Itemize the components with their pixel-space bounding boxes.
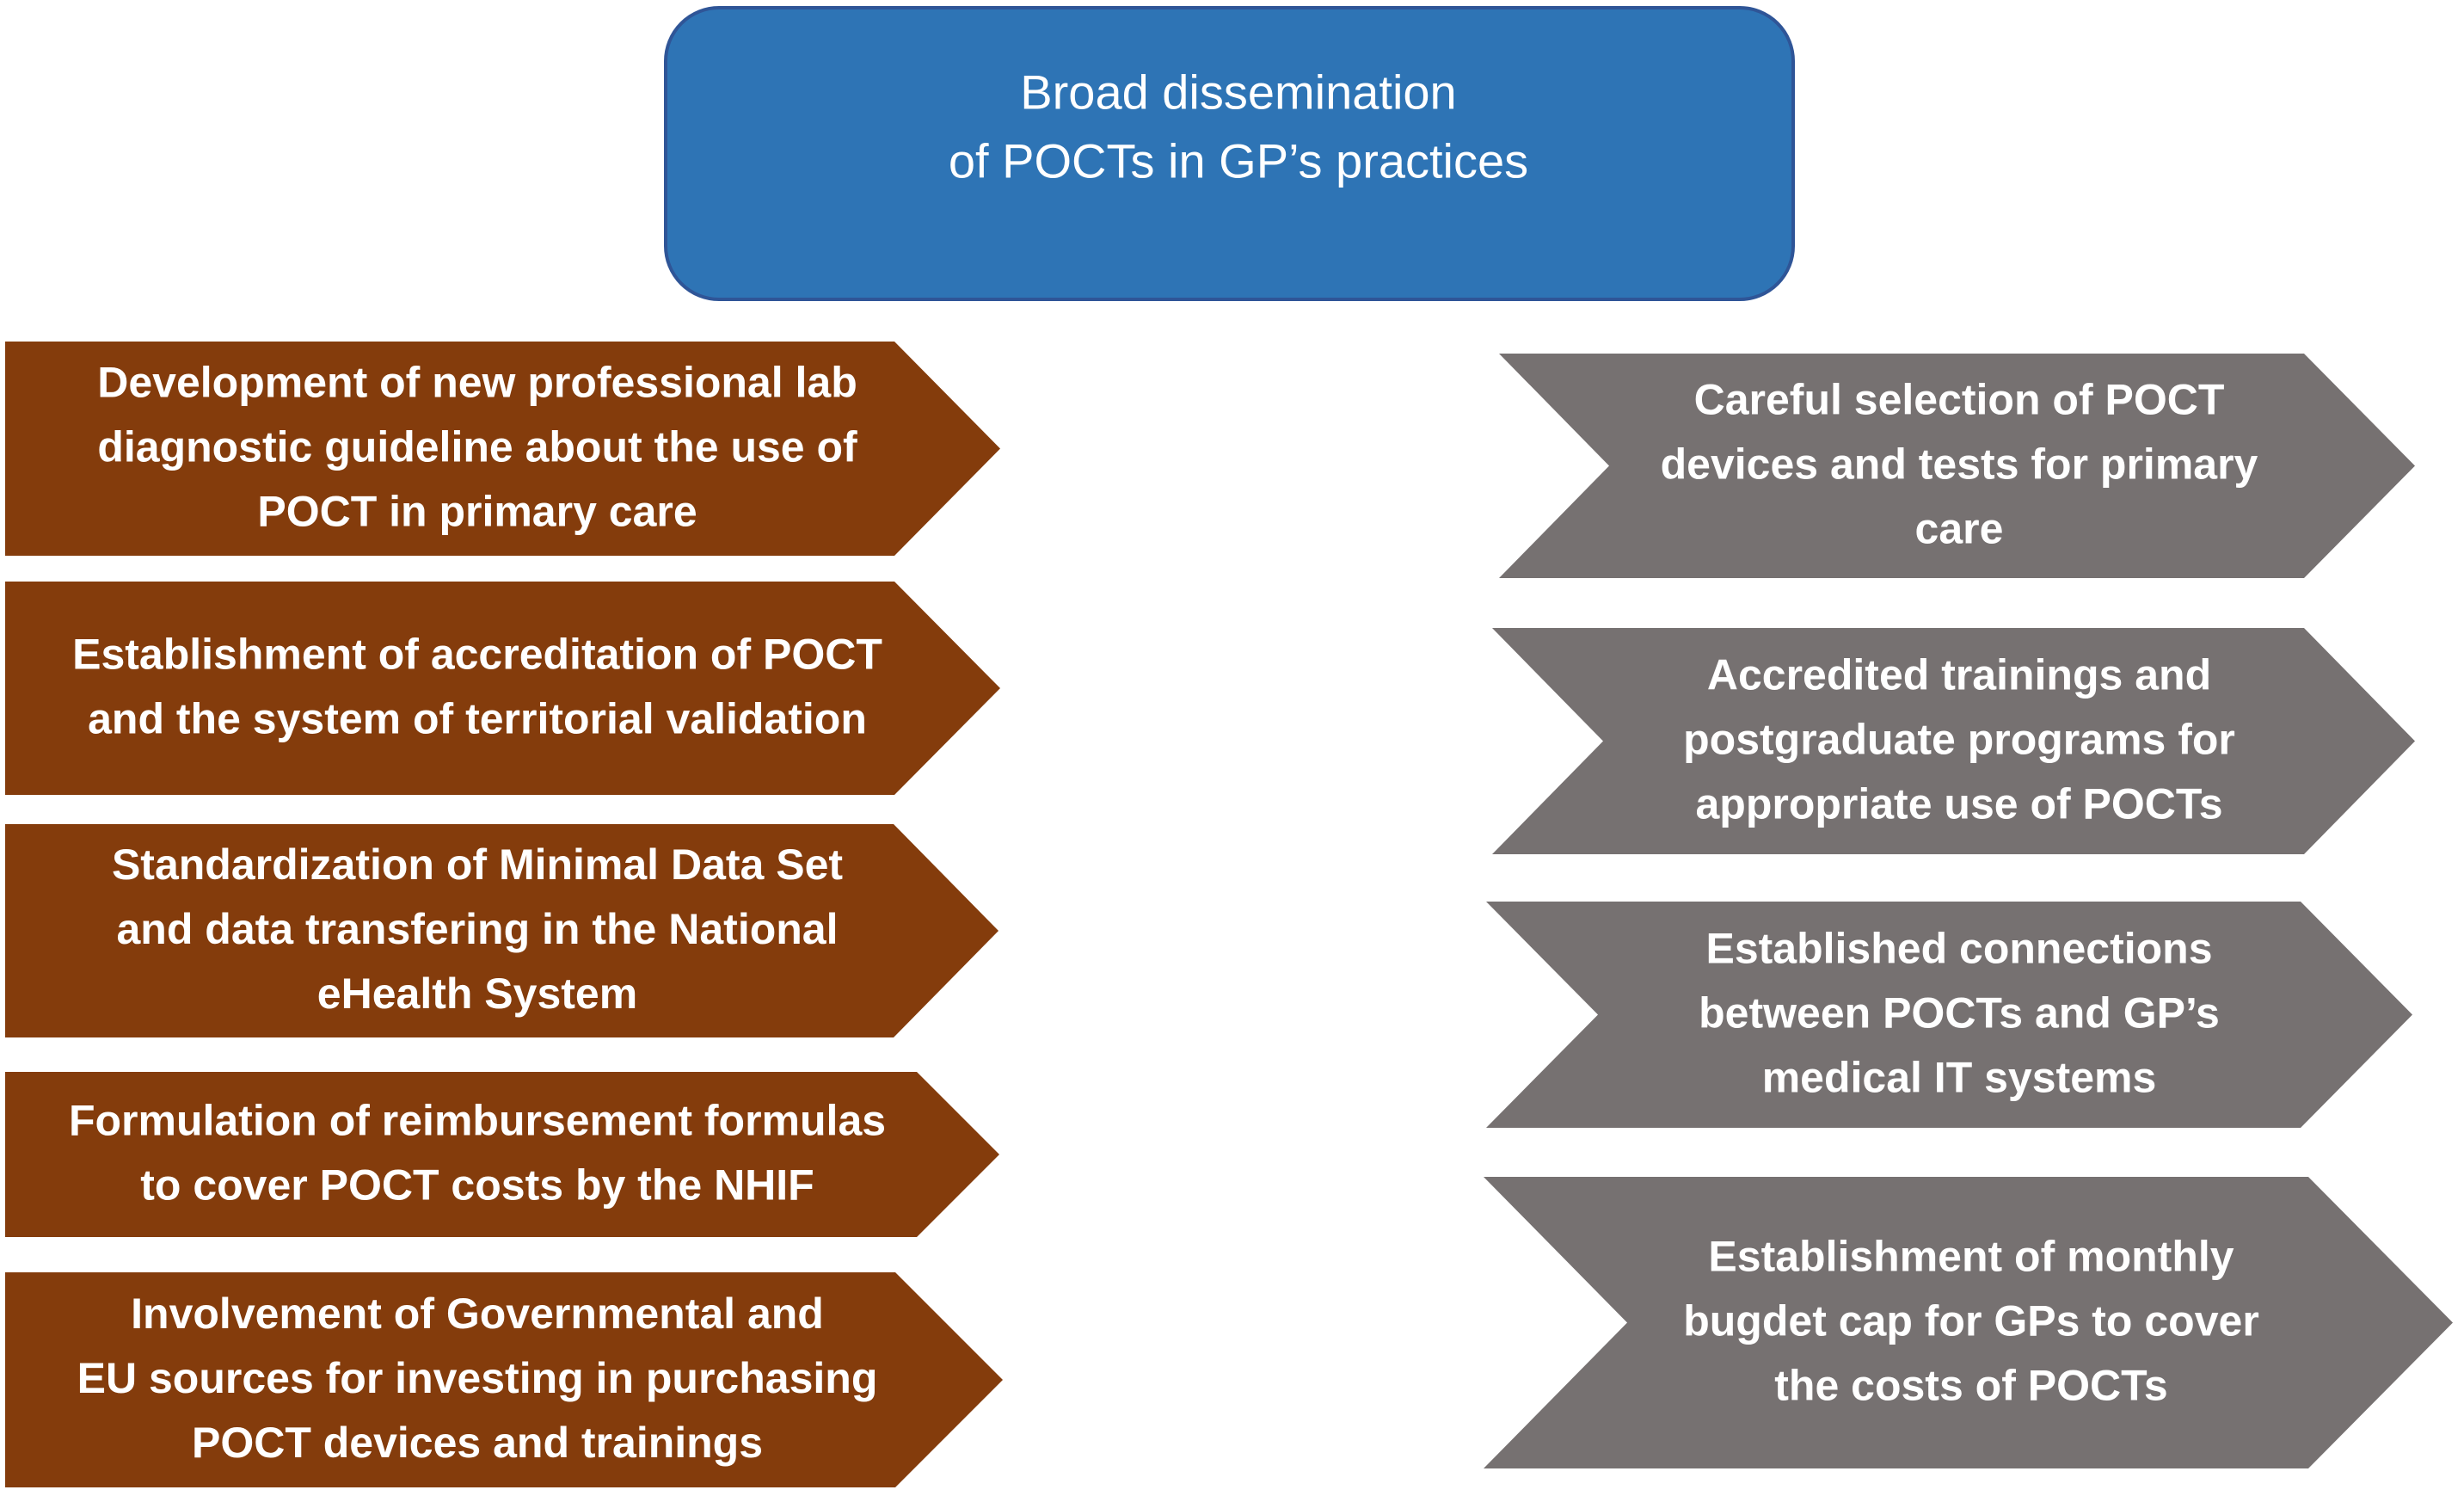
pentagon-arrow-shape (5, 1272, 1003, 1487)
chevron-shape (1499, 354, 2415, 578)
right-action-text: devices and tests for primary (1661, 440, 2258, 489)
goal-box-group: Broad dissemination of POCTs in GP’s prac… (664, 6, 1795, 301)
right-action-text: between POCTs and GP’s (1699, 989, 2220, 1037)
right-action-chevron: Careful selection of POCT devices and tes… (1499, 354, 2415, 578)
left-action-arrow: Development of new professional lab diagn… (5, 342, 1000, 556)
left-action-text: diagnostic guideline about the use of (97, 423, 857, 471)
right-action-chevron: Accredited trainings and postgraduate pro… (1492, 628, 2415, 854)
left-action-arrow: Formulation of reimbursement formulas to … (5, 1072, 999, 1237)
left-action-arrow: Involvement of Governmental and EU source… (5, 1272, 1003, 1487)
right-action-text: care (1915, 505, 2004, 553)
right-action-chevron: Established connections between POCTs and… (1486, 902, 2412, 1128)
left-action-text: Establishment of accreditation of POCT (72, 631, 882, 679)
pentagon-arrow-shape (5, 342, 1000, 556)
right-action-text: bugdet cap for GPs to cover (1683, 1297, 2259, 1345)
right-action-text: Accredited trainings and (1707, 651, 2211, 699)
right-action-text: appropriate use of POCTs (1695, 780, 2222, 828)
left-action-text: POCT devices and trainings (192, 1419, 763, 1467)
chevron-shape (1486, 902, 2412, 1128)
right-action-text: Establishment of monthly (1708, 1233, 2234, 1281)
left-action-text: and the system of territorial validation (88, 695, 867, 743)
left-action-text: to cover POCT costs by the NHIF (140, 1161, 814, 1210)
right-action-text: medical IT systems (1762, 1054, 2157, 1102)
left-action-text: EU sources for investing in purchasing (77, 1354, 878, 1402)
left-actions-column: Development of new professional lab diagn… (5, 342, 1003, 1487)
right-action-text: Established connections (1705, 925, 2212, 973)
pentagon-arrow-shape (5, 1072, 999, 1237)
right-actions-column: Careful selection of POCT devices and tes… (1484, 354, 2453, 1468)
pentagon-arrow-shape (5, 582, 1000, 795)
chevron-shape (1484, 1177, 2453, 1468)
left-action-text: Involvement of Governmental and (131, 1290, 824, 1338)
left-action-text: Formulation of reimbursement formulas (69, 1097, 886, 1145)
goal-title-line: Broad dissemination (1020, 65, 1456, 120)
right-action-chevron: Establishment of monthly bugdet cap for G… (1484, 1177, 2453, 1468)
right-action-text: the costs of POCTs (1774, 1362, 2167, 1410)
chevron-shape (1492, 628, 2415, 854)
left-action-text: and data transfering in the National (117, 905, 839, 953)
goal-box (664, 6, 1795, 301)
left-action-arrow: Establishment of accreditation of POCT an… (5, 582, 1000, 795)
left-action-text: Standardization of Minimal Data Set (112, 840, 843, 889)
right-action-text: Careful selection of POCT (1694, 376, 2225, 424)
right-action-text: postgraduate programs for (1683, 716, 2235, 764)
pentagon-arrow-shape (5, 824, 999, 1037)
left-action-arrow: Standardization of Minimal Data Set and d… (5, 824, 999, 1037)
left-action-text: eHealth System (317, 970, 637, 1018)
goal-title-line: of POCTs in GP’s practices (949, 134, 1528, 188)
left-action-text: Development of new professional lab (97, 359, 857, 407)
left-action-text: POCT in primary care (257, 488, 697, 536)
